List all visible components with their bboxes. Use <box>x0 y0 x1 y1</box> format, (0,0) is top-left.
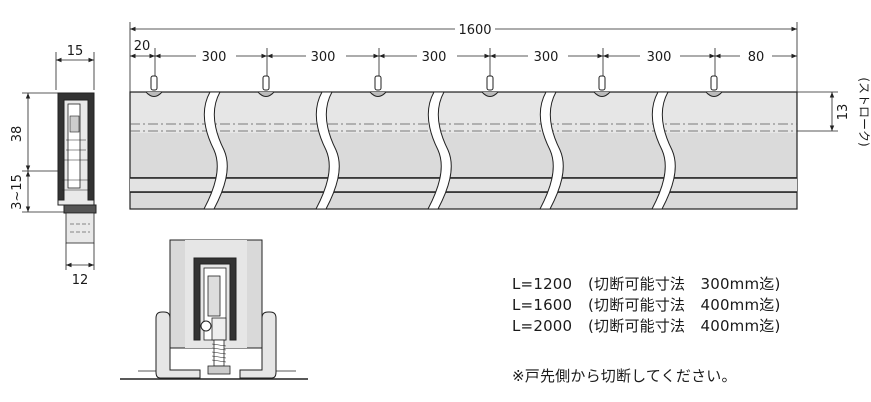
dim-side-height: 38 <box>10 126 25 143</box>
dim-segment-5: 300 <box>534 50 559 65</box>
dim-segment-1: 20 <box>134 39 151 54</box>
spec-row: L=1600 (切断可能寸法 400mm迄) <box>512 295 781 316</box>
dim-segment-7: 80 <box>748 50 765 65</box>
dim-total-length: 1600 <box>458 23 491 38</box>
spec-length: L=2000 <box>512 317 573 335</box>
spec-length: L=1200 <box>512 275 573 293</box>
spec-cut: (切断可能寸法 400mm迄) <box>588 296 781 314</box>
side-profile <box>22 52 97 270</box>
spec-cut: (切断可能寸法 300mm迄) <box>588 275 781 293</box>
mounting-screws <box>145 75 723 97</box>
dim-segment-4: 300 <box>422 50 447 65</box>
spec-length: L=1600 <box>512 296 573 314</box>
stroke-dimension <box>797 91 838 132</box>
detail-section <box>120 239 308 380</box>
spec-list: L=1200 (切断可能寸法 300mm迄) L=1600 (切断可能寸法 40… <box>512 274 781 337</box>
spec-row: L=2000 (切断可能寸法 400mm迄) <box>512 316 781 337</box>
dim-stroke: 13 <box>836 104 851 121</box>
rail-body <box>129 91 798 210</box>
dim-stroke-label: (ストローク) <box>857 77 871 146</box>
dim-segment-6: 300 <box>647 50 672 65</box>
spec-cut: (切断可能寸法 400mm迄) <box>588 317 781 335</box>
dim-side-gap: 3~15 <box>10 174 25 210</box>
break-lines <box>203 91 676 210</box>
dim-segment-2: 300 <box>202 50 227 65</box>
dim-side-width-top: 15 <box>67 44 84 59</box>
dim-side-width-bottom: 12 <box>72 273 89 288</box>
dim-segment-3: 300 <box>311 50 336 65</box>
cutting-note: ※戸先側から切断してください。 <box>512 367 737 385</box>
spec-row: L=1200 (切断可能寸法 300mm迄) <box>512 274 781 295</box>
